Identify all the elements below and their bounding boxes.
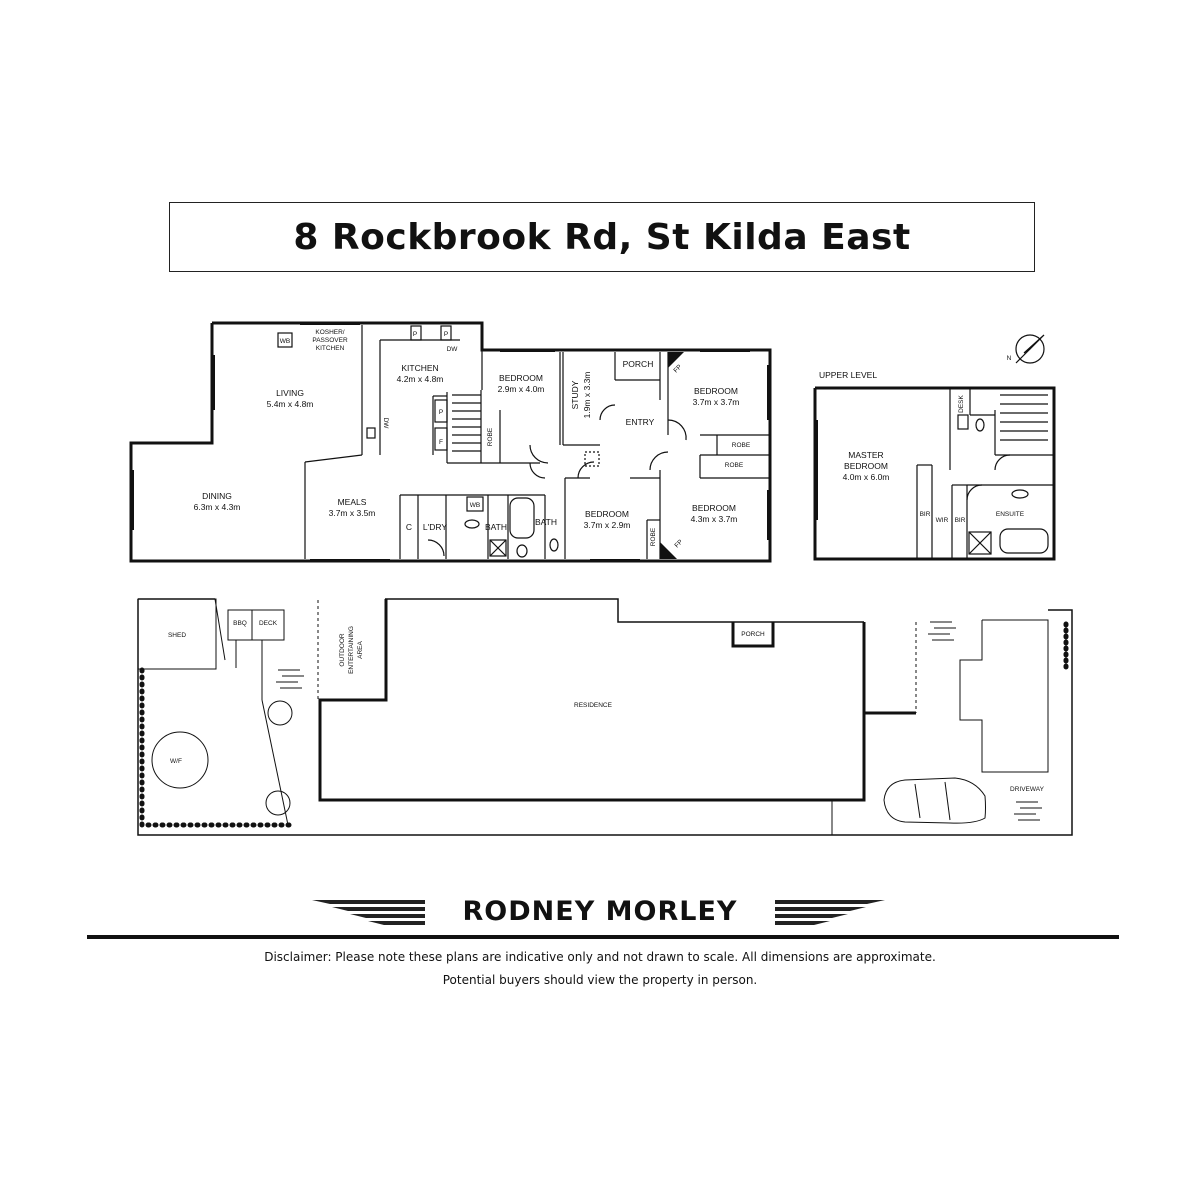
master-label-1: MASTER — [848, 450, 883, 460]
robe-label-bm: ROBE — [650, 527, 657, 546]
address-title-box: 8 Rockbrook Rd, St Kilda East — [169, 202, 1035, 272]
compass-icon — [1015, 334, 1045, 364]
kitchen-dims: 4.2m x 4.8m — [397, 374, 444, 384]
fireplace-marks — [660, 352, 684, 559]
meals-label: MEALS — [338, 497, 367, 507]
living-dims: 5.4m x 4.8m — [267, 399, 314, 409]
brand-name: RODNEY MORLEY — [462, 896, 738, 927]
desk-label: DESK — [958, 394, 965, 412]
driveway-label: DRIVEWAY — [1010, 786, 1045, 793]
divider-rule — [87, 935, 1119, 939]
wb-label-kitchen: WB — [280, 338, 290, 345]
laundry-label: L'DRY — [423, 522, 447, 532]
bedroom-br-dims: 4.3m x 3.7m — [691, 514, 738, 524]
paving-icon — [276, 621, 1042, 821]
kosher-label-2: PASSOVER — [312, 337, 348, 344]
meals-dims: 3.7m x 3.5m — [329, 508, 376, 518]
outdoor-label-3: AREA — [357, 640, 364, 658]
study-label: STUDY — [570, 380, 580, 409]
robe-label-mid: ROBE — [487, 427, 494, 446]
living-label: LIVING — [276, 388, 304, 398]
fp-label-2: FP — [674, 539, 685, 550]
robe-label-br: ROBE — [725, 462, 744, 469]
dw-label-top: DW — [447, 346, 459, 353]
porch-label: PORCH — [623, 359, 654, 369]
address-title: 8 Rockbrook Rd, St Kilda East — [293, 216, 911, 258]
fp-label-1: FP — [673, 364, 684, 375]
upper-level-labels: UPPER LEVEL N MASTER BEDROOM 4.0m x 6.0m… — [819, 355, 1025, 524]
bir-label-1: BIR — [920, 511, 931, 518]
cupboard-label: C — [406, 522, 412, 532]
residence-label: RESIDENCE — [574, 702, 613, 709]
bedroom-tr-label: BEDROOM — [694, 386, 738, 396]
disclaimer-line-1: Disclaimer: Please note these plans are … — [264, 950, 936, 964]
entry-label: ENTRY — [626, 417, 655, 427]
kitchen-label: KITCHEN — [401, 363, 438, 373]
site-porch-label: PORCH — [741, 631, 765, 638]
f-label: F — [439, 439, 443, 446]
bbq-label: BBQ — [233, 620, 247, 627]
dining-label: DINING — [202, 491, 232, 501]
brand-logo-graphic — [312, 900, 885, 925]
ground-floor-walls — [129, 321, 772, 563]
outdoor-label-1: OUTDOOR — [339, 633, 346, 667]
water-feature-label: W/F — [170, 758, 182, 765]
site-residence — [318, 599, 916, 802]
bath-label-2: BATH — [535, 517, 557, 527]
kosher-label-1: KOSHER/ — [315, 329, 344, 336]
compass-n-label: N — [1007, 355, 1012, 362]
bedroom-bm-label: BEDROOM — [585, 509, 629, 519]
dining-dims: 6.3m x 4.3m — [194, 502, 241, 512]
p-label-pantry: P — [439, 409, 443, 416]
site-details — [137, 598, 1069, 835]
wir-label: WIR — [936, 517, 949, 524]
shed-label: SHED — [168, 632, 186, 639]
site-labels: SHED BBQ DECK OUTDOOR ENTERTAINING AREA … — [168, 620, 1045, 793]
bedroom-mid-label: BEDROOM — [499, 373, 543, 383]
ground-floor-labels: LIVING 5.4m x 4.8m DINING 6.3m x 4.3m ME… — [194, 329, 751, 549]
upper-level-walls — [813, 386, 1056, 561]
bedroom-bm-dims: 3.7m x 2.9m — [584, 520, 631, 530]
study-dims: 1.9m x 3.3m — [582, 372, 592, 419]
bath-label-1: BATH — [485, 522, 507, 532]
bedroom-mid-dims: 2.9m x 4.0m — [498, 384, 545, 394]
master-dims: 4.0m x 6.0m — [843, 472, 890, 482]
disclaimer-line-2: Potential buyers should view the propert… — [442, 973, 758, 987]
p-label-top-2: P — [444, 331, 448, 338]
bedroom-br-label: BEDROOM — [692, 503, 736, 513]
dw-label-side: DW — [382, 418, 389, 430]
robe-label-tr: ROBE — [732, 442, 751, 449]
ground-floor-interior-walls — [132, 323, 770, 561]
bedroom-tr-dims: 3.7m x 3.7m — [693, 397, 740, 407]
bir-label-2: BIR — [955, 517, 966, 524]
p-label-top: P — [413, 331, 417, 338]
upper-level-label: UPPER LEVEL — [819, 370, 877, 380]
master-label-2: BEDROOM — [844, 461, 888, 471]
wb-label-bath: WB — [470, 502, 480, 509]
deck-label: DECK — [259, 620, 278, 627]
ensuite-label: ENSUITE — [996, 511, 1025, 518]
kosher-label-3: KITCHEN — [316, 345, 345, 352]
upper-level-interior-walls — [816, 388, 1054, 559]
outdoor-label-2: ENTERTAINING — [348, 626, 355, 674]
